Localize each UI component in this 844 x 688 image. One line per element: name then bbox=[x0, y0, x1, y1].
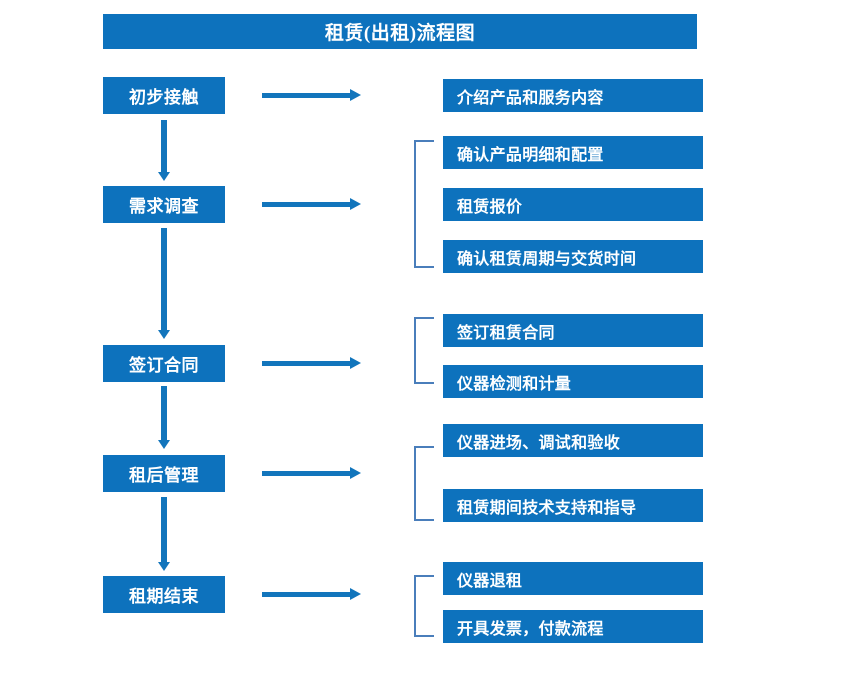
detail-box-7[interactable]: 仪器进场、调试和验收 bbox=[443, 424, 703, 457]
detail-box-3[interactable]: 租赁报价 bbox=[443, 188, 703, 221]
vertical-arrow-4 bbox=[158, 497, 170, 572]
chart-title: 租赁(出租)流程图 bbox=[103, 14, 697, 49]
stage-box-4[interactable]: 租后管理 bbox=[103, 455, 225, 492]
detail-box-9[interactable]: 仪器退租 bbox=[443, 562, 703, 595]
detail-box-2[interactable]: 确认产品明细和配置 bbox=[443, 136, 703, 169]
horizontal-arrow-1 bbox=[262, 88, 362, 102]
detail-box-6[interactable]: 仪器检测和计量 bbox=[443, 365, 703, 398]
bracket-group-4 bbox=[414, 446, 434, 521]
stage-box-5[interactable]: 租期结束 bbox=[103, 576, 225, 613]
stage-box-2[interactable]: 需求调查 bbox=[103, 186, 225, 223]
horizontal-arrow-4 bbox=[262, 466, 362, 480]
detail-box-5[interactable]: 签订租赁合同 bbox=[443, 314, 703, 347]
horizontal-arrow-5 bbox=[262, 587, 362, 601]
horizontal-arrow-2 bbox=[262, 197, 362, 211]
vertical-arrow-1 bbox=[158, 120, 170, 182]
detail-box-1[interactable]: 介绍产品和服务内容 bbox=[443, 79, 703, 112]
stage-box-1[interactable]: 初步接触 bbox=[103, 77, 225, 114]
bracket-group-3 bbox=[414, 317, 434, 384]
detail-box-4[interactable]: 确认租赁周期与交货时间 bbox=[443, 240, 703, 273]
stage-box-3[interactable]: 签订合同 bbox=[103, 345, 225, 382]
detail-box-10[interactable]: 开具发票，付款流程 bbox=[443, 610, 703, 643]
detail-box-8[interactable]: 租赁期间技术支持和指导 bbox=[443, 489, 703, 522]
vertical-arrow-3 bbox=[158, 386, 170, 450]
vertical-arrow-2 bbox=[158, 228, 170, 340]
horizontal-arrow-3 bbox=[262, 356, 362, 370]
bracket-group-2 bbox=[414, 140, 434, 268]
bracket-group-5 bbox=[414, 575, 434, 637]
